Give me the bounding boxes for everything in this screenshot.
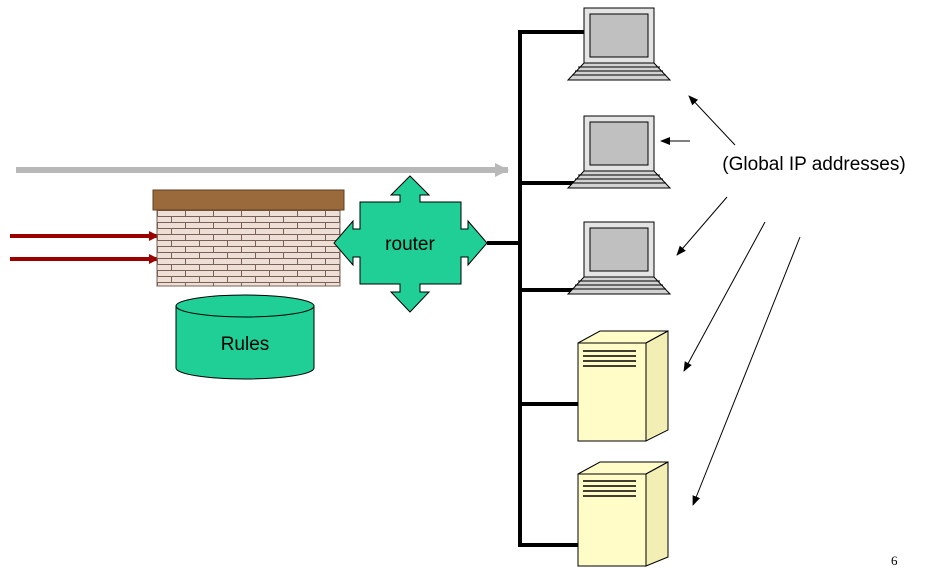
global-ip-addresses-label: (Global IP addresses) [722,154,905,175]
pointer-arrow-1 [688,95,736,146]
pointer-arrow-3 [676,196,728,256]
router-label: router [385,234,435,255]
network-bus [487,30,584,547]
rules-database-icon [175,294,315,380]
rules-label: Rules [221,334,270,355]
laptop-icon-2 [566,115,672,189]
laptop-icon-3 [566,221,672,295]
page-number: 6 [891,553,898,568]
pointer-arrow-5 [692,236,801,506]
router-icon [333,175,488,313]
laptop-icon-1 [566,7,672,81]
server-icon-2 [577,461,669,567]
firewall-wall-icon [152,189,345,287]
pointer-arrow-4 [683,221,766,372]
server-icon-1 [577,330,669,442]
annotation-arrows [660,95,801,506]
